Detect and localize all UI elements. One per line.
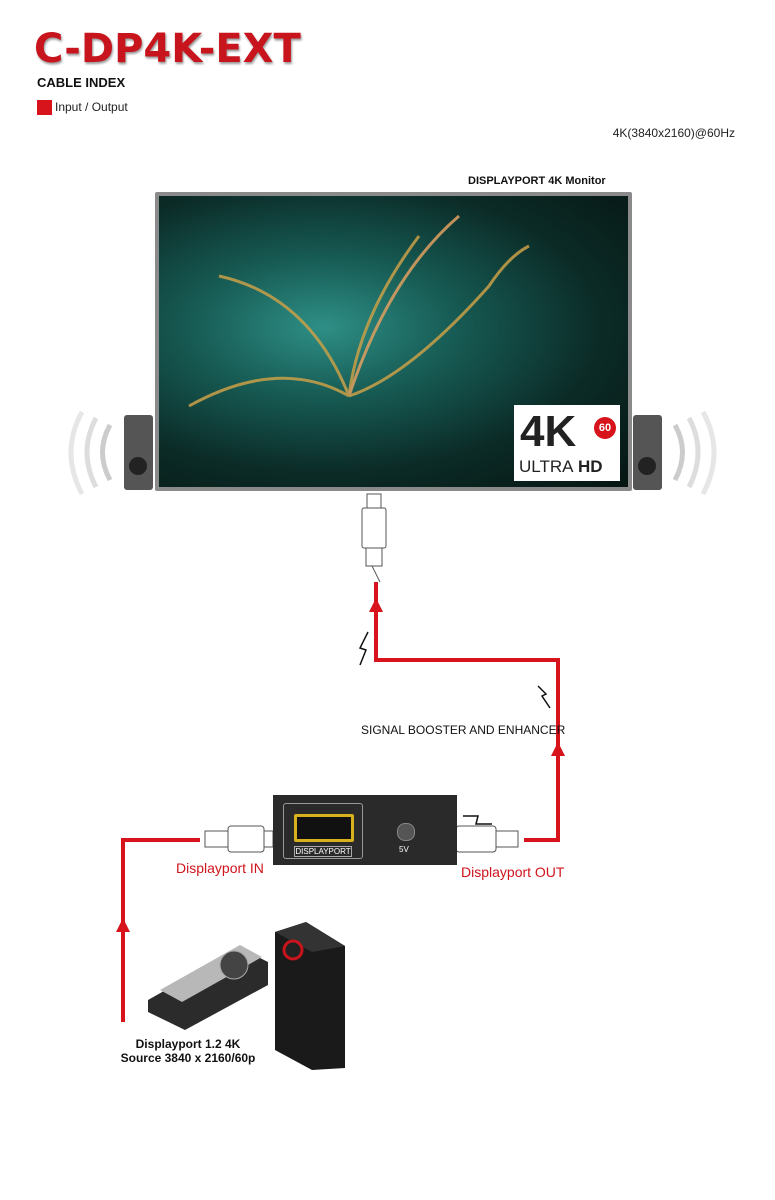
right-speaker-icon xyxy=(633,410,717,496)
red-cable-lines xyxy=(121,582,560,1022)
displayport-out-label: Displayport OUT xyxy=(461,864,565,880)
legend-label: Input / Output xyxy=(55,100,128,114)
dp-connector-out-icon xyxy=(455,825,519,853)
tendril-artwork xyxy=(188,214,530,408)
monitor-title: DISPLAYPORT 4K Monitor xyxy=(468,175,606,187)
left-speaker-icon xyxy=(68,410,153,496)
badge-60: 60 xyxy=(594,417,616,439)
booster-label: SIGNAL BOOSTER AND ENHANCER xyxy=(361,723,566,737)
source-label: Displayport 1.2 4K Source 3840 x 2160/60… xyxy=(100,1037,276,1065)
monitor: 4K 60 ULTRA HD xyxy=(155,192,632,491)
power-jack-icon xyxy=(397,823,415,841)
product-title: C-DP4K-EXT xyxy=(34,26,301,72)
source-line2: Source 3840 x 2160/60p xyxy=(120,1051,256,1065)
dp-connector-in-icon xyxy=(204,825,274,853)
port-label: DISPLAYPORT xyxy=(294,846,352,857)
resolution-label: 4K(3840x2160)@60Hz xyxy=(612,126,735,140)
graphics-card-icon xyxy=(148,945,268,1030)
badge-4k: 4K xyxy=(520,407,577,456)
signal-bolt-icons xyxy=(358,631,551,825)
monitor-screen-image: 4K 60 ULTRA HD xyxy=(159,196,628,487)
arrow-icons xyxy=(116,598,565,932)
pc-tower-icon xyxy=(275,922,345,1070)
displayport-port-panel: DISPLAYPORT xyxy=(283,803,363,859)
cable-index-heading: CABLE INDEX xyxy=(37,75,126,90)
badge-ultra: ULTRA xyxy=(519,457,574,476)
displayport-in-label: Displayport IN xyxy=(176,860,264,876)
power-label: 5V xyxy=(399,845,409,854)
badge-hd: HD xyxy=(578,457,603,476)
dp-connector-top-icon xyxy=(361,493,387,583)
displayport-socket-icon xyxy=(294,814,354,842)
legend-swatch xyxy=(37,100,52,115)
4k-ultrahd-badge: 4K 60 ULTRA HD xyxy=(514,405,620,481)
signal-booster-device: DISPLAYPORT 5V xyxy=(273,795,457,865)
source-line1: Displayport 1.2 4K xyxy=(135,1037,241,1051)
